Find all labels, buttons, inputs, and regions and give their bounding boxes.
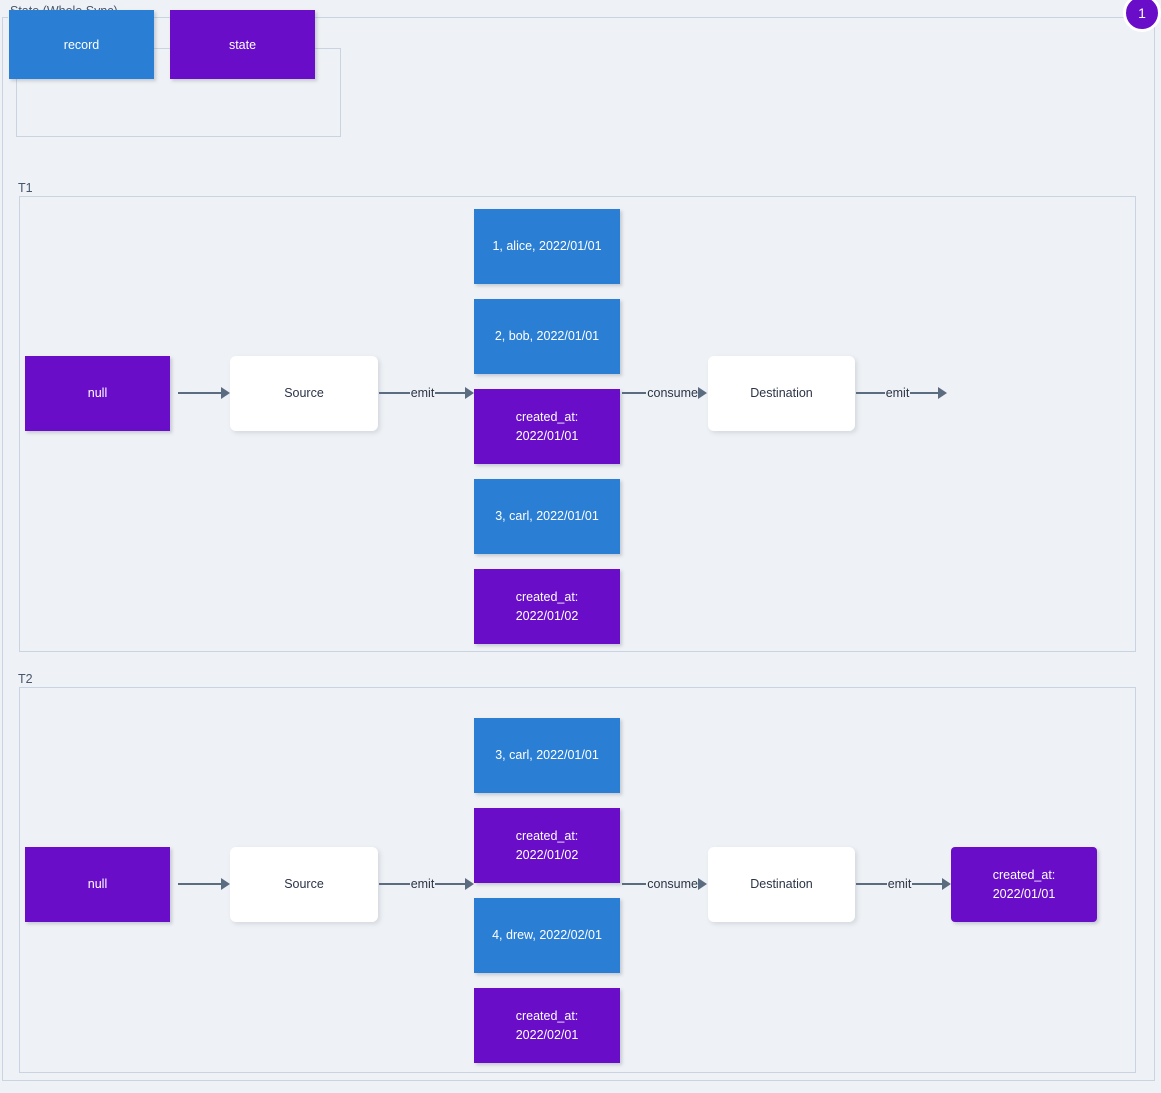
t2-destination-label: Destination [750, 877, 813, 892]
t1-stream-item-4-line1: created_at: [515, 590, 579, 605]
t1-destination-node: Destination [708, 356, 855, 431]
legend-item-state: state [170, 10, 315, 79]
t2-output-state-node: created_at: 2022/01/01 [951, 847, 1097, 922]
t1-stream-item-0-line1: 1, alice, 2022/01/01 [492, 239, 602, 254]
legend-item-record-label: record [63, 37, 100, 52]
t1-source-label: Source [284, 386, 324, 401]
t1-stream-item-0: 1, alice, 2022/01/01 [474, 209, 620, 284]
t1-stream-item-3: 3, carl, 2022/01/01 [474, 479, 620, 554]
t2-output-state-line1: created_at: [992, 868, 1056, 883]
t1-stream-item-2-line2: 2022/01/01 [515, 428, 579, 443]
t1-initial-state-label: null [87, 386, 108, 401]
page-badge[interactable]: 1 [1123, 0, 1161, 32]
t1-stream-item-4: created_at: 2022/01/02 [474, 569, 620, 644]
t1-initial-state-node: null [25, 356, 170, 431]
t2-stream-item-3-line2: 2022/02/01 [515, 1027, 579, 1042]
t1-stream-item-1-line1: 2, bob, 2022/01/01 [494, 329, 600, 344]
t2-source-node: Source [230, 847, 378, 922]
t1-stream-item-2-line1: created_at: [515, 410, 579, 425]
legend-item-record: record [9, 10, 154, 79]
t2-stream-item-3: created_at: 2022/02/01 [474, 988, 620, 1063]
transaction-label-t1: T1 [16, 181, 35, 195]
t2-stream-item-0-line1: 3, carl, 2022/01/01 [495, 748, 599, 763]
t2-stream-item-2-line1: 4, drew, 2022/02/01 [492, 928, 602, 943]
t2-stream-item-1: created_at: 2022/01/02 [474, 808, 620, 883]
page-badge-number: 1 [1138, 5, 1146, 21]
transaction-label-t2: T2 [16, 672, 35, 686]
legend-item-state-label: state [228, 37, 257, 52]
t2-stream-item-1-line1: created_at: [515, 829, 579, 844]
t1-source-node: Source [230, 356, 378, 431]
t2-stream-item-0: 3, carl, 2022/01/01 [474, 718, 620, 793]
t1-stream-item-2: created_at: 2022/01/01 [474, 389, 620, 464]
t2-source-label: Source [284, 877, 324, 892]
t2-stream-item-3-line1: created_at: [515, 1009, 579, 1024]
t2-initial-state-label: null [87, 877, 108, 892]
t1-stream-item-1: 2, bob, 2022/01/01 [474, 299, 620, 374]
t1-stream-item-3-line1: 3, carl, 2022/01/01 [495, 509, 599, 524]
t1-stream-item-4-line2: 2022/01/02 [515, 608, 579, 623]
t2-stream-item-1-line2: 2022/01/02 [515, 847, 579, 862]
t2-destination-node: Destination [708, 847, 855, 922]
t2-stream-item-2: 4, drew, 2022/02/01 [474, 898, 620, 973]
t2-output-state-line2: 2022/01/01 [992, 886, 1056, 901]
t1-destination-label: Destination [750, 386, 813, 401]
t2-initial-state-node: null [25, 847, 170, 922]
